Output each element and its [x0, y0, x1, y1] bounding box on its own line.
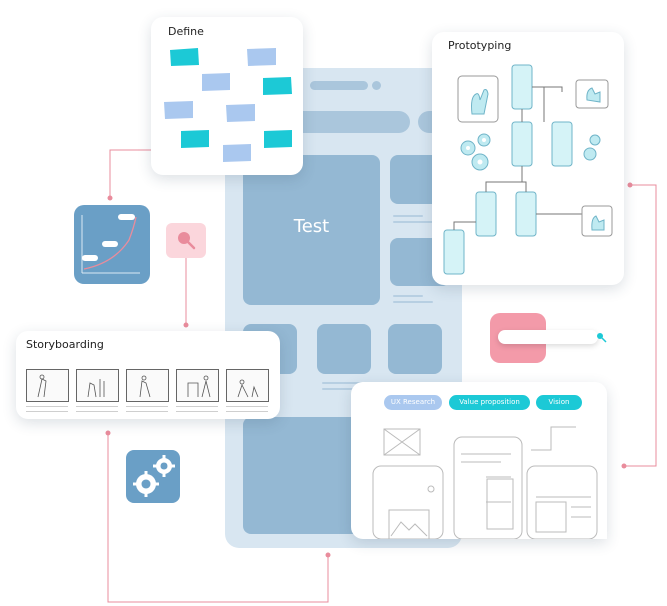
- test-panel: [243, 155, 380, 305]
- top-dot: [372, 81, 381, 90]
- storyboard-sketches: [37, 374, 259, 398]
- text-line: [393, 301, 433, 303]
- tag-ux-research: UX Research: [384, 395, 442, 410]
- tile-2: [317, 324, 371, 374]
- prototyping-card: Prototyping: [432, 32, 624, 285]
- sticky-notes: [164, 48, 292, 162]
- test-label: Test: [293, 216, 330, 237]
- top-pill: [310, 81, 368, 90]
- gear-icon: [126, 450, 180, 503]
- caption-line: [76, 411, 118, 412]
- story-frame: [126, 369, 169, 402]
- tag-value-proposition: Value proposition: [449, 395, 530, 410]
- bottom-panel: [243, 417, 371, 534]
- image-placeholder-icon: [383, 428, 421, 456]
- caption-line: [176, 411, 218, 412]
- phone-mockup: Test: [225, 68, 462, 548]
- prototyping-title: Prototyping: [448, 39, 512, 52]
- text-line: [393, 295, 423, 297]
- caption-line: [226, 411, 268, 412]
- search-field-pill: [498, 330, 598, 344]
- search-icon: [166, 223, 206, 258]
- caption-line: [26, 411, 68, 412]
- caption-line: [226, 406, 268, 407]
- growth-chart-icon: [74, 205, 150, 284]
- define-card: Define: [151, 17, 303, 175]
- wireframe-card: UX Research Value proposition Vision: [351, 382, 607, 539]
- story-frame: [26, 369, 69, 402]
- caption-line: [26, 406, 68, 407]
- caption-line: [76, 406, 118, 407]
- wireframe-sketches: [372, 426, 598, 539]
- define-title: Define: [168, 25, 204, 38]
- storyboarding-card: Storyboarding: [16, 331, 280, 419]
- text-line: [393, 215, 423, 217]
- story-frame: [76, 369, 119, 402]
- magnifier-icon: [597, 333, 607, 343]
- prototype-flow: [443, 64, 613, 275]
- text-line: [322, 382, 362, 384]
- caption-line: [126, 411, 168, 412]
- storyboarding-title: Storyboarding: [26, 338, 104, 351]
- text-line: [322, 388, 354, 390]
- text-line: [393, 221, 433, 223]
- story-frame: [176, 369, 219, 402]
- tag-vision: Vision: [536, 395, 582, 410]
- caption-line: [126, 406, 168, 407]
- caption-line: [176, 406, 218, 407]
- tile-3: [388, 324, 442, 374]
